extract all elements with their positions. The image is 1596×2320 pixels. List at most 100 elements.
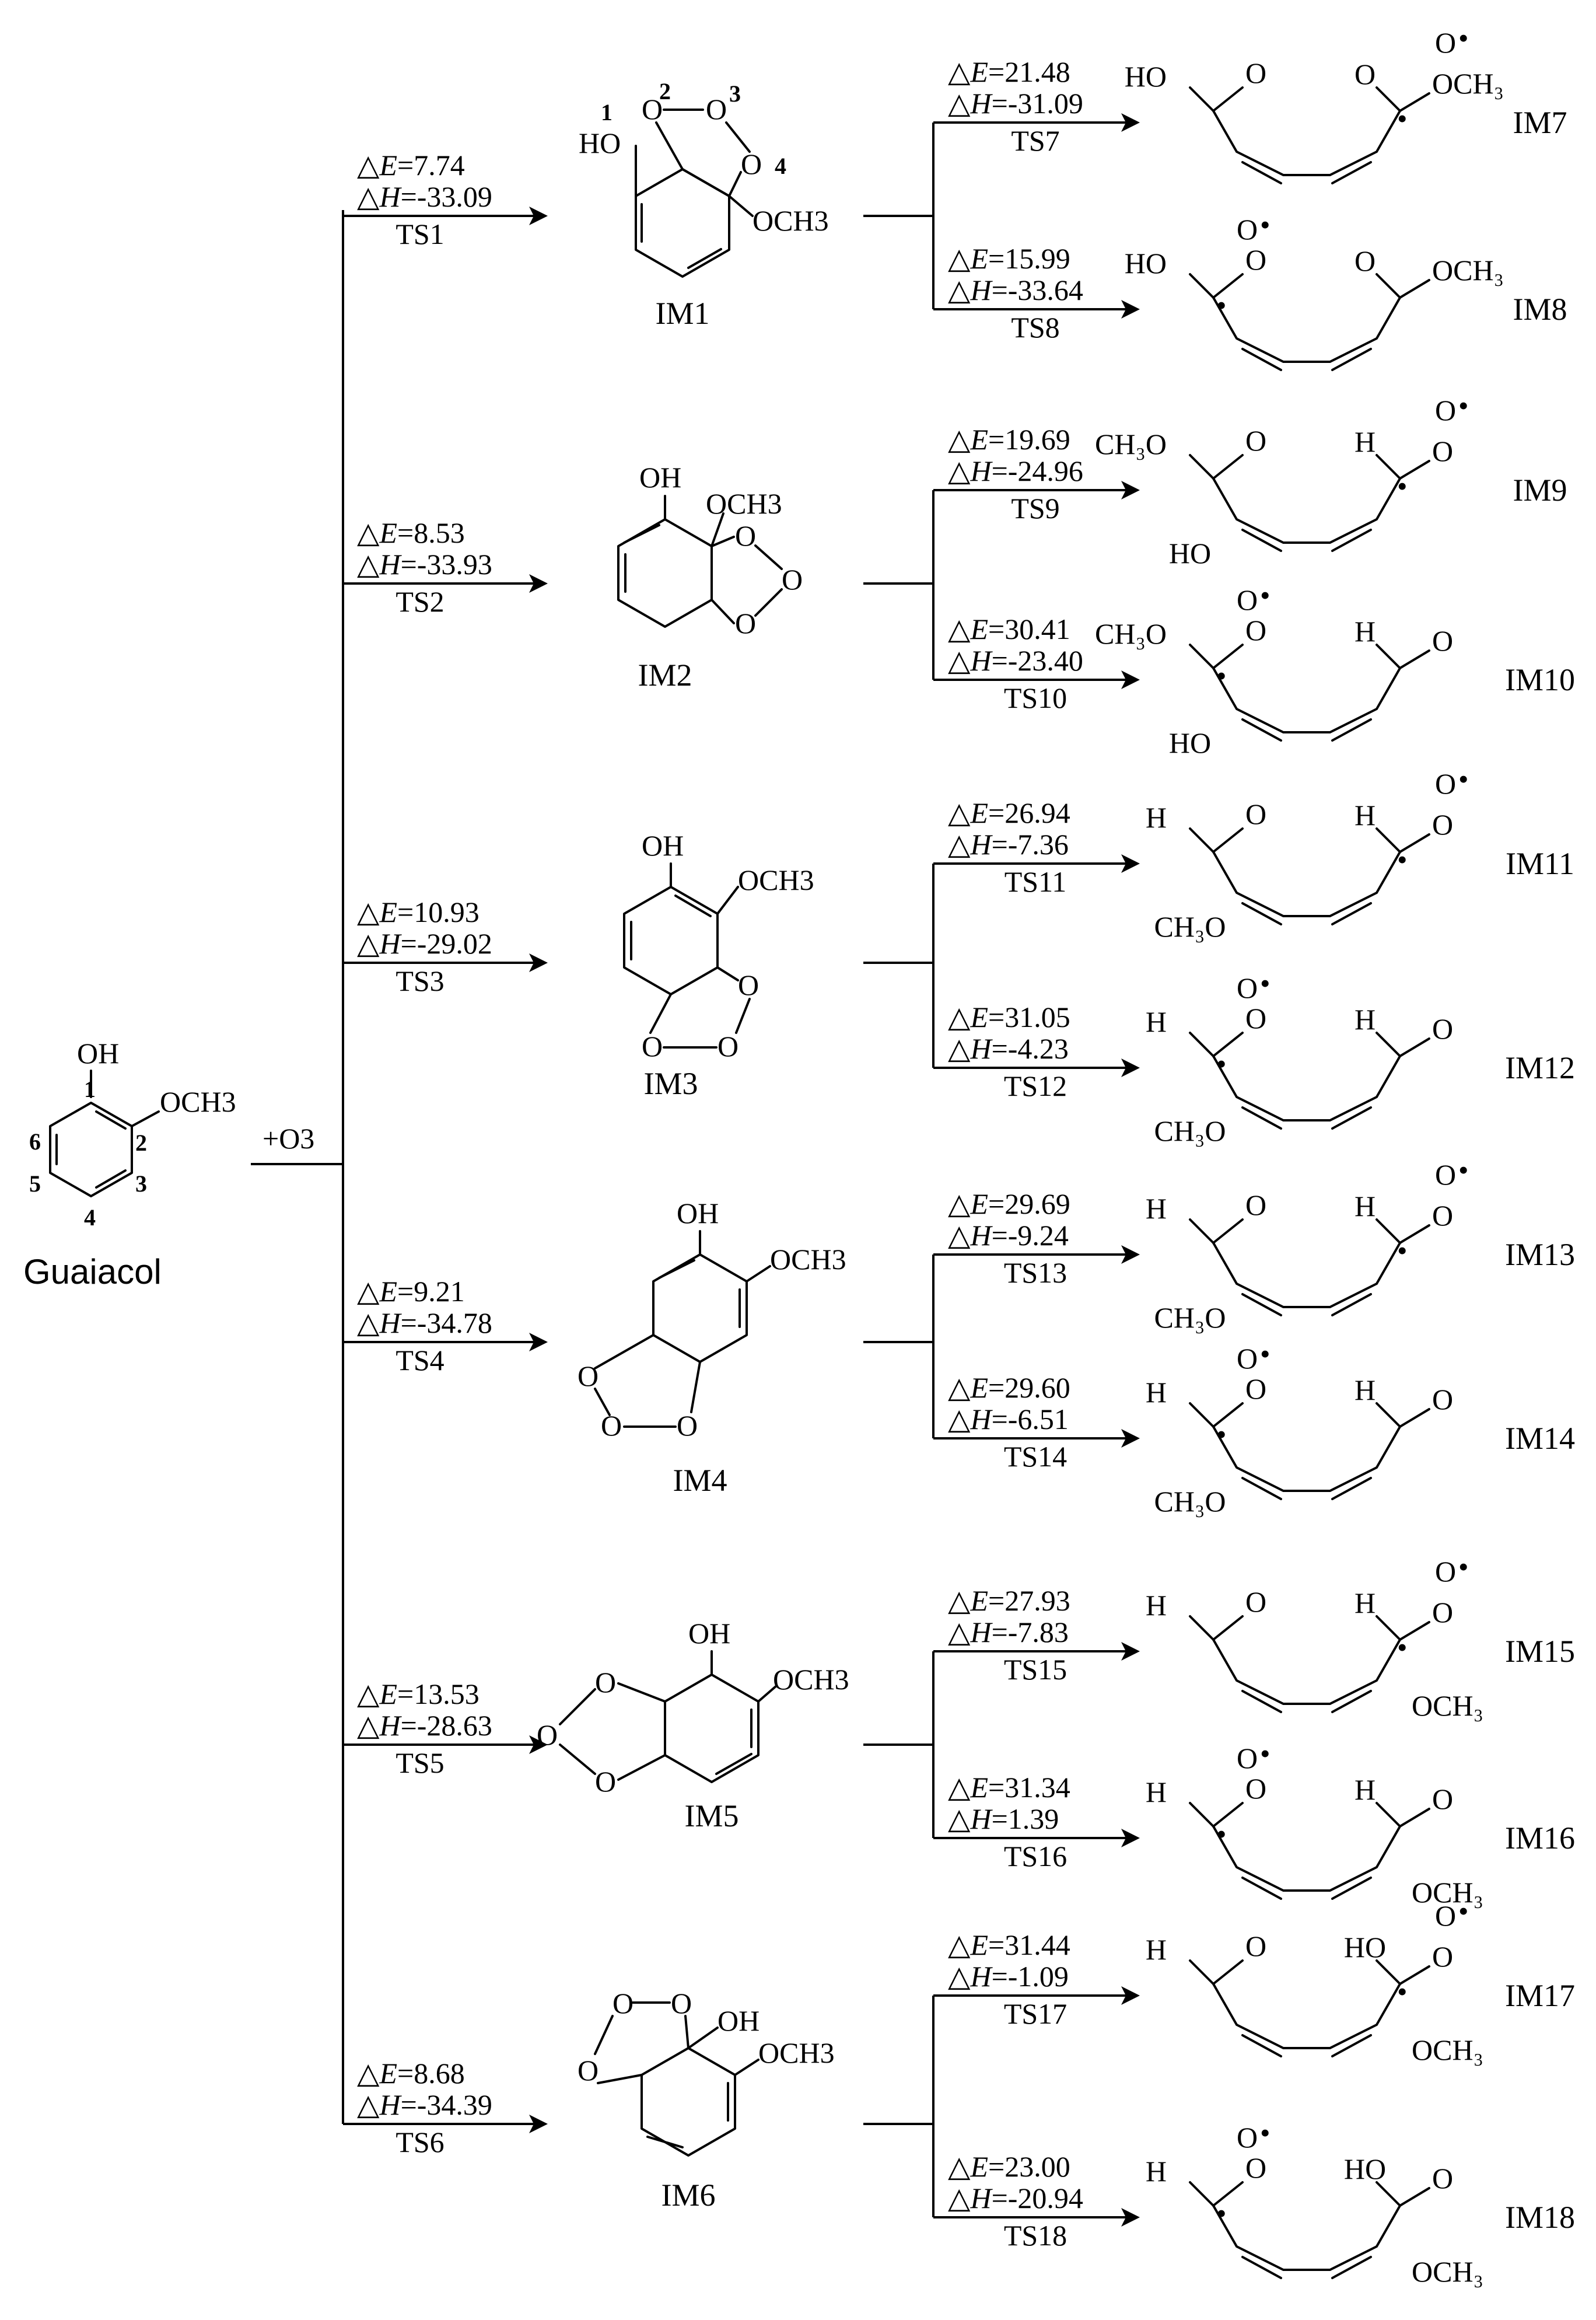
im4-b1 [594,1334,654,1369]
chain-backbone [1212,2204,1401,2271]
intermediate-label: IM5 [685,1798,739,1833]
chain-left-label-b: O [1245,1930,1266,1962]
product-label: IM14 [1505,1421,1575,1456]
primary-ts-label: TS1 [396,218,444,250]
primary-dh-label: △H=-33.93 [357,548,492,581]
intermediate-label: IM1 [656,296,710,331]
im6-oh: OH [718,2004,760,2037]
carbon-radical-dot: • [1397,843,1408,876]
chain-double-bond-right [1331,348,1372,371]
chain-right-up2 [1399,1808,1430,1828]
primary-dh-label: △H=-33.09 [357,180,492,213]
im6-b3 [594,2015,614,2055]
secondary-dh-label: △H=-7.36 [948,828,1069,861]
im1-n3: 3 [729,81,741,107]
chain-right-up [1376,1402,1401,1428]
im4-o1: O [578,1360,598,1392]
chain-right-label-a: H [1354,425,1376,458]
intermediate-label: IM3 [644,1066,698,1101]
primary-ts-label: TS3 [396,965,444,997]
im1-ho: HO [579,127,621,159]
chain-double-bond-right [1331,2034,1372,2057]
im1-n1: 1 [601,99,612,125]
secondary-dh-label: △H=-33.64 [948,274,1083,306]
chain-right-label-c: OCH₃ [1412,2034,1483,2066]
product-label: IM7 [1513,105,1567,140]
reactant-och3-bond [131,1110,160,1127]
im5-b3 [559,1744,596,1775]
secondary-de-label: △E=26.94 [948,796,1070,829]
im4-ring [652,1253,748,1363]
im5-ring [664,1673,760,1783]
chain-right-up [1376,644,1401,669]
peroxy-oxygen: O [1435,767,1456,800]
im6-structure: OH OCH3 O O O [578,1987,835,2157]
peroxy-oxygen: O [1237,1742,1258,1774]
chain-backbone [1212,1242,1401,1308]
im1-och3: OCH3 [752,204,829,237]
chain-double-bond-left [1241,529,1282,552]
radical-dot: • [1458,389,1469,422]
im4-b2 [594,1388,611,1416]
im1-cc [681,168,730,197]
chain-left-label-b: O [1245,424,1266,457]
im4-c-och3 [746,1265,771,1283]
chain-left-up2 [1212,1615,1244,1641]
radical-dot: • [1458,1895,1469,1927]
carbon-radical-dot: • [1397,1631,1408,1664]
chain-left-label-a: H [1146,2155,1167,2188]
im6-b2 [684,2015,690,2049]
product-label: IM16 [1505,1821,1575,1856]
chain-right-label-a: H [1354,799,1376,831]
chain-left-label-c: CH₃O [1154,1301,1226,1334]
chain-right-label-a: O [1354,58,1376,90]
reactant-atom-1: 1 [84,1076,96,1102]
carbon-radical-dot: • [1216,659,1227,692]
primary-dh-label: △H=-34.78 [357,1306,492,1339]
carbon-radical-dot: • [1216,289,1227,322]
chain-right-up2 [1399,1965,1430,1985]
secondary-ts-label: TS7 [1011,124,1059,157]
chain-backbone [1212,1638,1401,1705]
radical-dot: • [1260,1737,1270,1770]
chain-left-up2 [1212,827,1244,853]
radical-dot: • [1260,967,1270,1000]
chain-left-label-a: CH₃O [1095,617,1167,650]
im3-b4 [649,993,672,1034]
chain-left-label-b: O [1245,614,1266,647]
im4-b4 [690,1361,701,1413]
primary-ts-label: TS2 [396,585,444,618]
chain-left-label-c: CH₃O [1154,1114,1226,1147]
im5-db2 [715,1753,752,1775]
intermediate-label: IM4 [673,1463,727,1498]
im6-b4 [597,2074,643,2084]
im3-structure: OH OCH3 O O O [623,829,814,1063]
chain-right-label-b: O [1432,1383,1453,1416]
im1-o3: O [706,93,727,125]
reactant-atom-5: 5 [29,1171,41,1197]
chain-backbone [1212,1425,1401,1492]
chain-right-up2 [1399,460,1430,480]
chain-double-bond-right [1331,161,1372,184]
im5-b4 [617,1754,666,1781]
chain-right-label-a: HO [1344,2153,1386,2185]
chain-double-bond-left [1241,348,1282,371]
radical-dot: • [1260,579,1270,612]
secondary-ts-label: TS8 [1011,311,1059,344]
chain-left-label-c: HO [1169,537,1211,569]
secondary-de-label: △E=29.60 [948,1371,1070,1404]
im1-o4-c [728,171,742,197]
primary-de-label: △E=7.74 [357,149,465,181]
secondary-de-label: △E=27.93 [948,1584,1070,1617]
peroxy-oxygen: O [1435,1555,1456,1588]
im5-b1 [617,1682,666,1703]
